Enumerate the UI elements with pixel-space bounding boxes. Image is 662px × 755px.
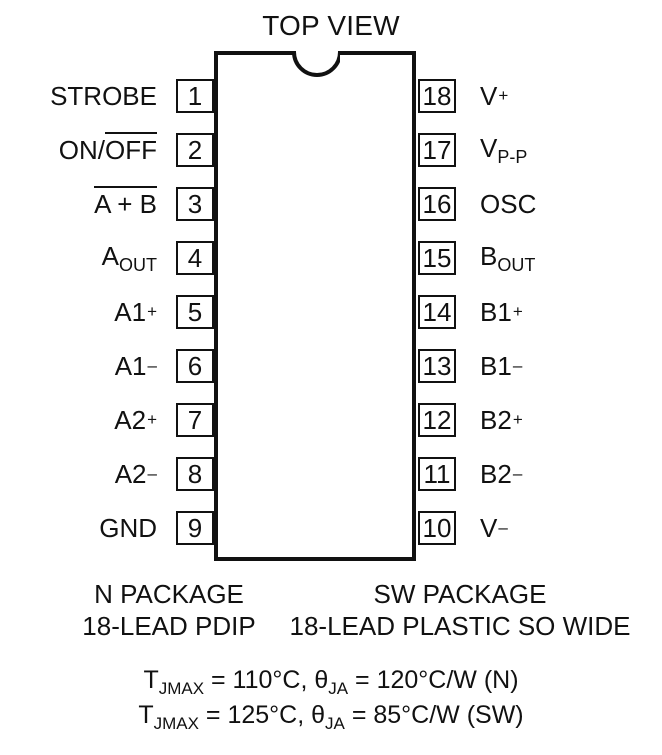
- pin1-notch-icon: [292, 51, 340, 77]
- sw-package-type: 18-LEAD PLASTIC SO WIDE: [289, 611, 631, 641]
- pin-16-label: OSC: [480, 189, 537, 219]
- pin-18-label: V+: [480, 81, 509, 111]
- pin-15-box: 15: [418, 241, 456, 275]
- n-package-type: 18-LEAD PDIP: [82, 611, 256, 641]
- thermal-spec-n: TJMAX = 110°C, θJA = 120°C/W (N): [143, 666, 519, 698]
- pin-7-label: A2+: [114, 405, 157, 435]
- pin-18-box: 18: [418, 79, 456, 113]
- pin-9-box: 9: [176, 511, 214, 545]
- pin-12-box: 12: [418, 403, 456, 437]
- pin-4-label: AOUT: [101, 241, 157, 275]
- diagram-title: TOP VIEW: [262, 10, 400, 41]
- pin-2-box: 2: [176, 133, 214, 167]
- sw-package-name: SW PACKAGE: [373, 579, 547, 609]
- n-package-caption: N PACKAGE 18-LEAD PDIP: [64, 578, 274, 642]
- pin-1-box: 1: [176, 79, 214, 113]
- pin-1-label: STROBE: [50, 81, 157, 111]
- pin-14-box: 14: [418, 295, 456, 329]
- pin-8-label: A2–: [114, 459, 157, 489]
- pin-7-box: 7: [176, 403, 214, 437]
- pin-6-box: 6: [176, 349, 214, 383]
- thermal-spec-sw: TJMAX = 125°C, θJA = 85°C/W (SW): [138, 701, 524, 733]
- pin-2-label: ON/OFF: [59, 132, 157, 165]
- pin-5-box: 5: [176, 295, 214, 329]
- pin-6-label: A1–: [114, 351, 157, 381]
- pin-5-label: A1+: [114, 297, 157, 327]
- pin-9-label: GND: [99, 513, 157, 543]
- pin-3-label: A + B: [94, 186, 157, 219]
- pin-10-label: V–: [480, 513, 508, 543]
- pin-13-box: 13: [418, 349, 456, 383]
- pin-16-box: 16: [418, 187, 456, 221]
- n-package-name: N PACKAGE: [94, 579, 244, 609]
- pin-14-label: B1+: [480, 297, 523, 327]
- pin-12-label: B2+: [480, 405, 523, 435]
- pin-3-box: 3: [176, 187, 214, 221]
- pin-13-label: B1–: [480, 351, 523, 381]
- sw-package-caption: SW PACKAGE 18-LEAD PLASTIC SO WIDE: [288, 578, 632, 642]
- ic-package-outline: [214, 51, 416, 561]
- pin-8-box: 8: [176, 457, 214, 491]
- pin-11-label: B2–: [480, 459, 523, 489]
- pin-4-box: 4: [176, 241, 214, 275]
- pin-17-box: 17: [418, 133, 456, 167]
- pin-11-box: 11: [418, 457, 456, 491]
- pin-17-label: VP-P: [480, 133, 528, 167]
- pin-10-box: 10: [418, 511, 456, 545]
- pin-15-label: BOUT: [480, 241, 536, 275]
